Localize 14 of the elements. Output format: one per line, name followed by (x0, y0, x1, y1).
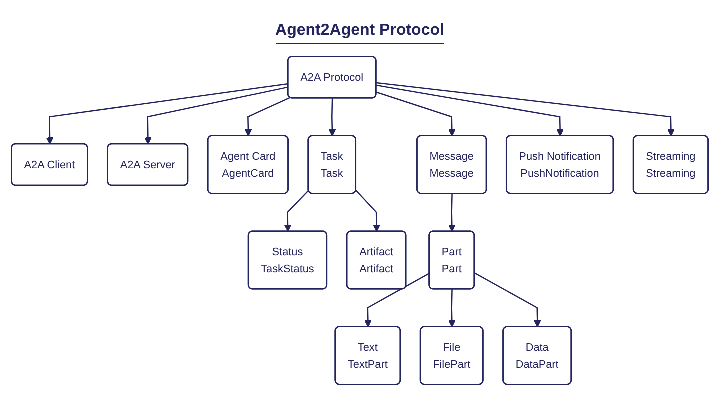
arrow (328, 98, 336, 137)
arrow (376, 84, 564, 137)
arrow (474, 272, 542, 328)
arrow (46, 83, 289, 145)
arrow (448, 290, 456, 328)
arrow (356, 190, 380, 232)
arrow (144, 86, 289, 145)
arrow (244, 97, 291, 137)
arrow (376, 92, 456, 137)
arrow (376, 82, 675, 137)
arrow (448, 194, 456, 232)
diagram-title: Agent2Agent Protocol (276, 22, 444, 44)
arrow (284, 190, 310, 232)
arrow (364, 272, 430, 328)
